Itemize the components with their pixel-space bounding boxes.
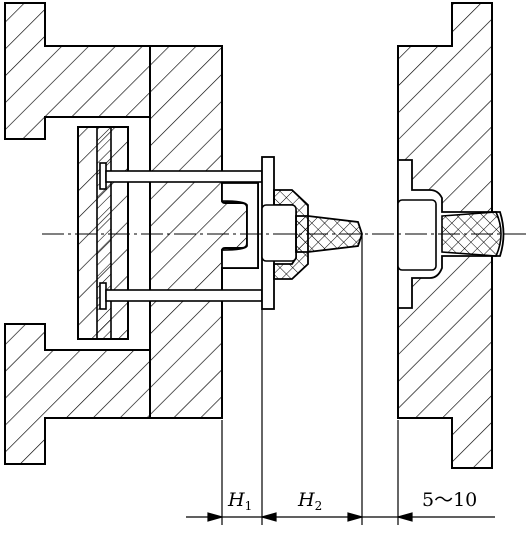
label-h2: H2: [297, 489, 322, 513]
dimension-line-gap: [362, 512, 495, 522]
dimension-line-h2: [259, 512, 365, 522]
label-gap: 5～10: [422, 489, 477, 511]
label-h1: H1: [227, 489, 252, 513]
moving-mold-plate: [149, 45, 259, 419]
left-clamp-plate-lower: [4, 323, 151, 465]
sprue-cone: [295, 215, 363, 253]
dimension-line-h1: [186, 512, 262, 522]
part-core-recess: [261, 204, 297, 262]
moving-plate-cavity: [221, 182, 259, 269]
left-clamp-plate: [4, 2, 151, 140]
fixed-core: [397, 199, 437, 271]
